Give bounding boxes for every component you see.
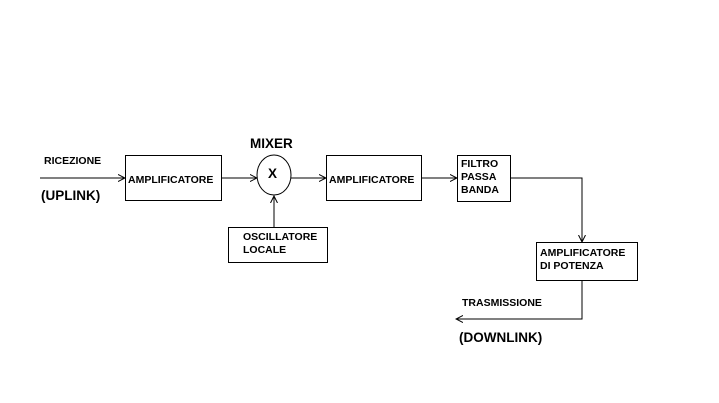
output-arrow — [456, 281, 583, 319]
amplifier-block-2: AMPLIFICATORE — [326, 155, 422, 201]
output-label-downlink: (DOWNLINK) — [459, 330, 543, 345]
power-amp-label-line-2: DI POTENZA — [540, 260, 604, 272]
oscillator-label-line-1: OSCILLATORE — [243, 231, 318, 243]
input-label-ricezione: RICEZIONE — [44, 155, 102, 167]
filter-to-power-amp-arrow — [511, 177, 582, 242]
amplifier-block-1-label: AMPLIFICATORE — [128, 174, 214, 186]
filter-label-line-3: BANDA — [461, 184, 499, 196]
local-oscillator-block: OSCILLATORE LOCALE — [228, 227, 328, 263]
power-amplifier-block: AMPLIFICATORE DI POTENZA — [536, 242, 638, 281]
amplifier-block-1: AMPLIFICATORE — [125, 155, 222, 201]
output-label-trasmissione: TRASMISSIONE — [462, 297, 542, 309]
power-amp-label-line-1: AMPLIFICATORE — [540, 247, 626, 259]
mixer-title: MIXER — [250, 136, 293, 151]
filter-label-line-1: FILTRO — [461, 158, 499, 170]
amplifier-block-2-label: AMPLIFICATORE — [329, 174, 415, 186]
input-label-uplink: (UPLINK) — [41, 188, 101, 203]
oscillator-label-line-2: LOCALE — [243, 244, 287, 256]
filter-label-line-2: PASSA — [461, 171, 497, 183]
bandpass-filter-block: FILTRO PASSA BANDA — [457, 155, 511, 202]
mixer-symbol: X — [268, 166, 278, 181]
